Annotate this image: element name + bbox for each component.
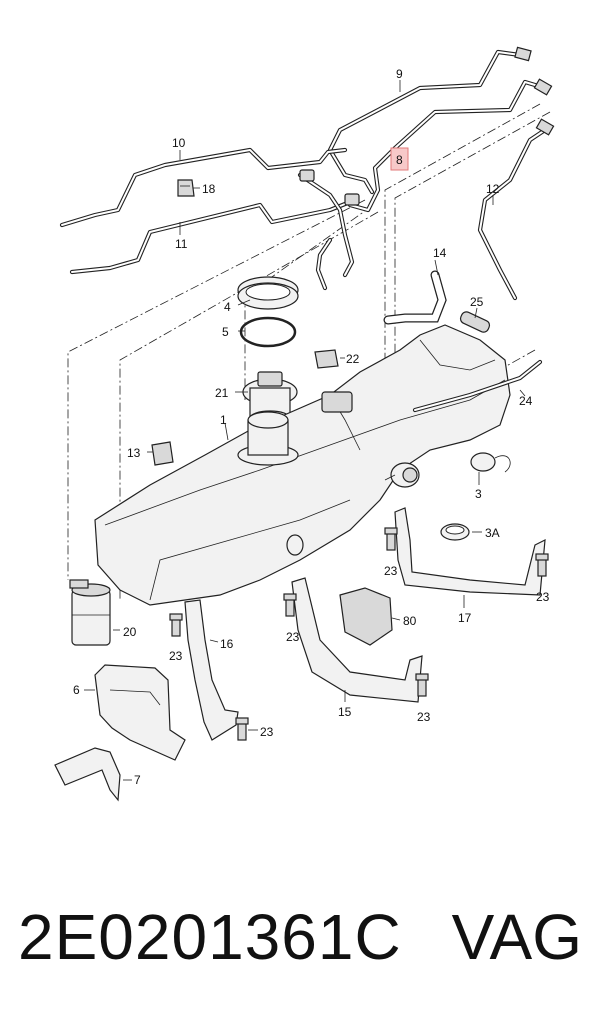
fuel-line-12 bbox=[477, 118, 555, 301]
callout-3: 3 bbox=[475, 487, 482, 501]
callout-25: 25 bbox=[470, 295, 484, 309]
callout-17: 17 bbox=[458, 611, 472, 625]
callout-labels: 9 8 10 11 18 12 14 25 4 5 22 21 1 13 24 … bbox=[73, 67, 550, 787]
part-number: 2E0201361C bbox=[18, 901, 402, 973]
callout-23: 23 bbox=[417, 710, 431, 724]
brand-name: VAG bbox=[451, 901, 582, 973]
callout-4: 4 bbox=[224, 300, 231, 314]
callout-80: 80 bbox=[403, 614, 417, 628]
strap-15 bbox=[291, 577, 423, 703]
ring-3a bbox=[440, 523, 470, 541]
callout-18: 18 bbox=[202, 182, 216, 196]
clip-22 bbox=[314, 349, 339, 369]
callout-24: 24 bbox=[519, 394, 533, 408]
bolt-23 bbox=[535, 553, 549, 577]
callout-3a: 3A bbox=[485, 526, 500, 540]
callout-14: 14 bbox=[433, 246, 447, 260]
callout-23: 23 bbox=[536, 590, 550, 604]
highlight-box-8 bbox=[390, 147, 409, 171]
vent-line-24 bbox=[412, 359, 543, 413]
fuel-line-11 bbox=[69, 169, 360, 291]
callout-23: 23 bbox=[169, 649, 183, 663]
callout-16: 16 bbox=[220, 637, 234, 651]
bolt-23 bbox=[235, 717, 249, 741]
leader-lines bbox=[84, 80, 526, 781]
bolt-23 bbox=[283, 593, 297, 617]
sleeve-25 bbox=[459, 311, 491, 333]
fuel-tank-1 bbox=[94, 324, 511, 606]
strap-17 bbox=[394, 507, 546, 596]
callout-12: 12 bbox=[486, 182, 500, 196]
locking-ring-4 bbox=[237, 276, 299, 310]
callout-22: 22 bbox=[346, 352, 360, 366]
strap-16 bbox=[184, 599, 239, 741]
callout-13: 13 bbox=[127, 446, 141, 460]
clip-18 bbox=[177, 179, 195, 197]
fuel-filter-20 bbox=[69, 579, 111, 646]
bolt-23 bbox=[415, 673, 429, 697]
fuel-system-diagram: 9 8 10 11 18 12 14 25 4 5 22 21 1 13 24 … bbox=[54, 46, 555, 802]
callout-20: 20 bbox=[123, 625, 137, 639]
fuel-line-10 bbox=[59, 147, 348, 228]
bolt-23 bbox=[384, 527, 398, 551]
callout-21: 21 bbox=[215, 386, 229, 400]
callout-23: 23 bbox=[260, 725, 274, 739]
pad-80 bbox=[339, 587, 393, 646]
clip-13 bbox=[151, 441, 174, 466]
hose-14 bbox=[383, 270, 447, 325]
callout-23: 23 bbox=[384, 564, 398, 578]
bolt-23 bbox=[169, 613, 183, 637]
callout-11: 11 bbox=[175, 237, 188, 251]
callout-23: 23 bbox=[286, 630, 300, 644]
callout-6: 6 bbox=[73, 683, 80, 697]
fuel-line-9 bbox=[327, 46, 553, 213]
cap-3 bbox=[470, 452, 511, 473]
callout-5: 5 bbox=[222, 325, 229, 339]
callout-15: 15 bbox=[338, 705, 352, 719]
callout-8: 8 bbox=[396, 153, 403, 167]
bracket-6 bbox=[94, 664, 186, 761]
callout-1: 1 bbox=[220, 413, 227, 427]
footer-bar: 2E0201361C VAG bbox=[0, 892, 600, 982]
callout-9: 9 bbox=[396, 67, 403, 81]
seal-ring-5 bbox=[239, 316, 297, 348]
callout-7: 7 bbox=[134, 773, 141, 787]
callout-10: 10 bbox=[172, 136, 186, 150]
filler-neck-stub bbox=[384, 462, 420, 488]
bracket-7 bbox=[54, 747, 121, 802]
